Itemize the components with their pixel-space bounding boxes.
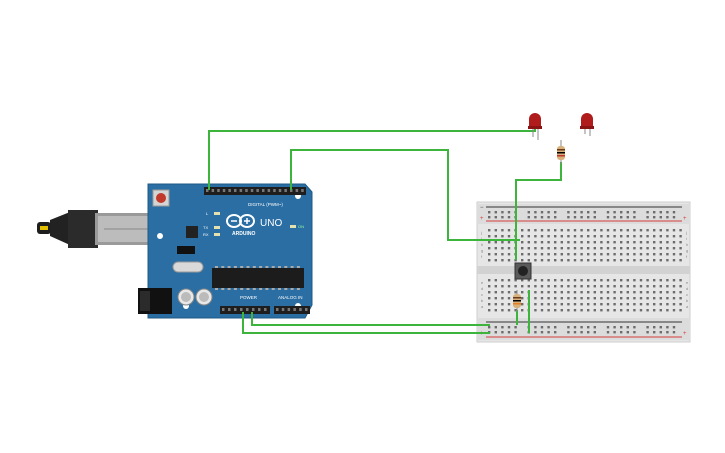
power-header[interactable] (220, 306, 270, 314)
row-letter: j (685, 230, 687, 235)
row-letter: c (481, 292, 483, 297)
row-letter: b (686, 298, 689, 303)
usb-chip (186, 226, 198, 238)
rail-plus-label: + (480, 216, 484, 222)
row-letter: b (481, 298, 484, 303)
capacitors (177, 288, 213, 306)
resistor-pulldown[interactable] (513, 290, 521, 312)
arduino-uno-board[interactable]: L TX RX ON ARDUINO UNO DIGITAL (PWM~) (138, 183, 313, 319)
wire-5v-to-rail[interactable] (242, 312, 490, 334)
rail-plus-label-right: + (683, 216, 687, 222)
wire-pin13-to-led[interactable] (208, 128, 536, 190)
row-letter: f (686, 254, 688, 259)
analog-header-label: ANALOG IN (278, 295, 303, 300)
row-letter: d (481, 286, 483, 291)
row-letter: i (481, 236, 482, 241)
crystal-oscillator (172, 261, 204, 273)
rail-minus-label: − (480, 205, 484, 211)
row-letter: i (686, 236, 687, 241)
reset-button[interactable] (152, 189, 170, 207)
model-label: UNO (260, 218, 282, 229)
push-button[interactable] (514, 262, 532, 280)
wire-gnd-to-rail[interactable] (251, 312, 490, 326)
row-letter: e (686, 280, 689, 285)
row-letter: e (481, 280, 484, 285)
tx-led-label: TX (203, 225, 208, 230)
rx-led-label: RX (203, 232, 209, 237)
digital-header[interactable] (204, 187, 306, 195)
on-led-label: ON (298, 224, 304, 229)
wire-pin2-to-button[interactable] (290, 149, 520, 241)
power-header-label: POWER (240, 295, 258, 300)
digital-header-label: DIGITAL (PWM~) (248, 202, 283, 207)
wire-resistor-to-breadboard[interactable] (515, 162, 562, 260)
resistor-led[interactable] (557, 140, 565, 164)
row-letter: a (481, 304, 484, 309)
row-letter: h (481, 242, 483, 247)
rail-plus-label-bottom-right: + (683, 331, 687, 337)
row-letter: g (481, 248, 483, 253)
microcontroller-chip (212, 266, 304, 290)
row-letter: c (686, 292, 688, 297)
row-letter: a (686, 304, 689, 309)
row-letter: h (686, 242, 688, 247)
row-letter: f (481, 254, 483, 259)
row-letter: d (686, 286, 688, 291)
voltage-regulator (177, 246, 195, 254)
usb-cable[interactable] (37, 210, 165, 248)
arduino-logo-icon (226, 214, 255, 228)
dc-power-jack (138, 288, 172, 314)
row-letter: g (686, 248, 688, 253)
red-led-1[interactable] (528, 113, 542, 140)
wires (208, 128, 562, 334)
red-led-2[interactable] (580, 113, 594, 136)
l-led-label: L (206, 211, 209, 216)
analog-header[interactable] (274, 306, 310, 314)
row-letter: j (480, 230, 482, 235)
brand-label: ARDUINO (232, 231, 255, 237)
